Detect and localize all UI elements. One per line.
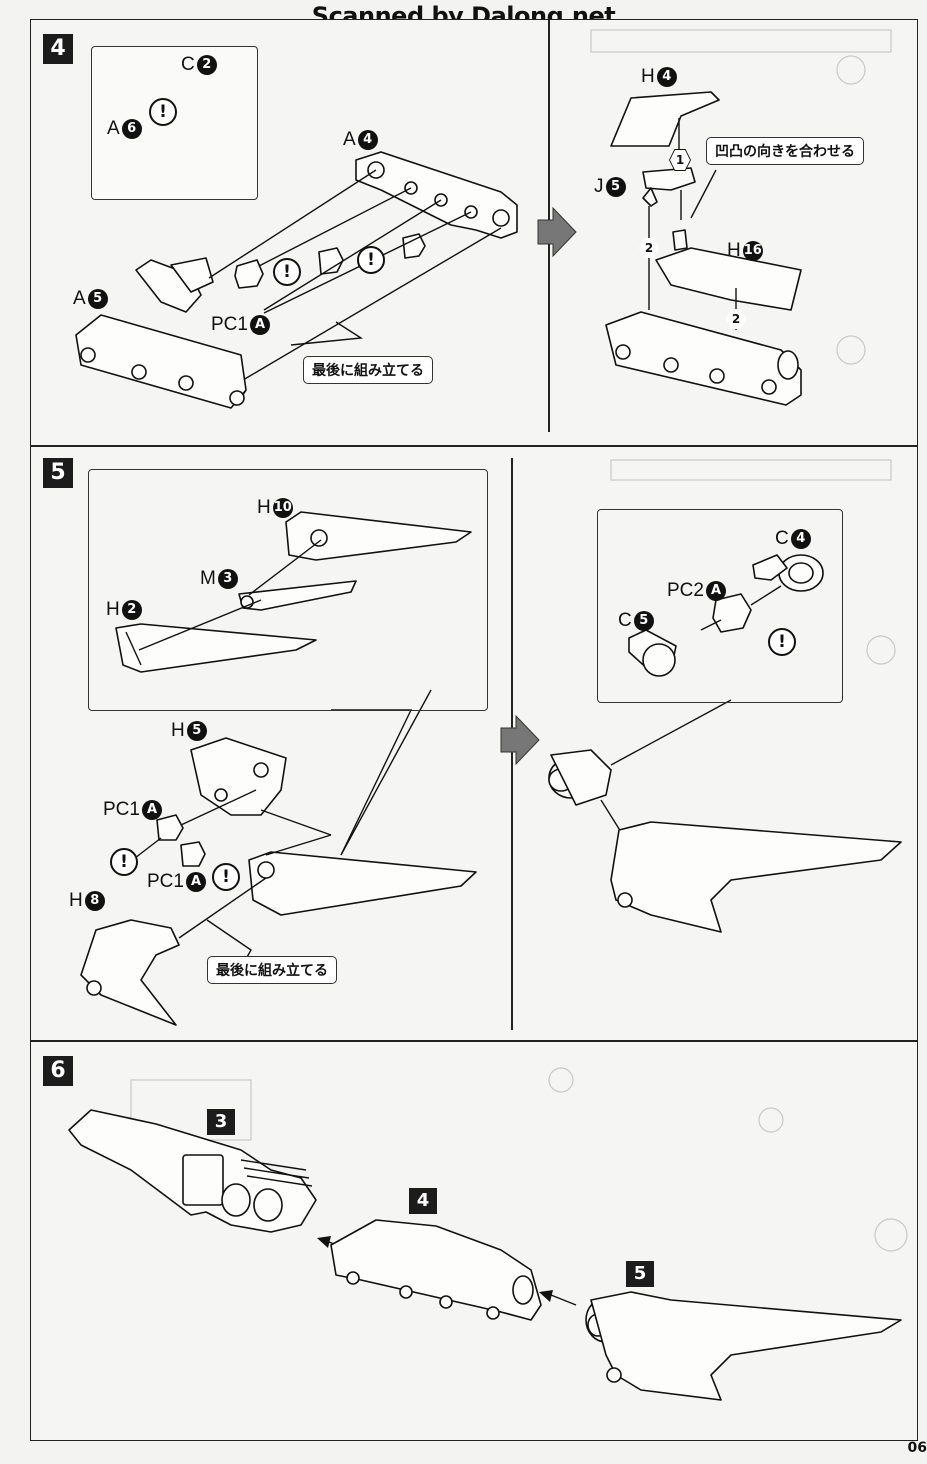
order-marker-2: 2 [726, 309, 746, 329]
step-5-joint-callout [597, 509, 843, 703]
step-4-detail-callout [91, 46, 258, 200]
warning-icon: ! [149, 98, 177, 126]
divider-step5-step6 [31, 1040, 917, 1042]
warning-icon: ! [110, 848, 138, 876]
order-marker-2: 2 [639, 238, 659, 258]
step-5-number: 5 [43, 458, 73, 488]
subassembly-5-label: 5 [626, 1261, 654, 1287]
warning-icon: ! [768, 628, 796, 656]
assemble-last-note: 最後に組み立てる [303, 356, 433, 384]
assemble-last-note: 最後に組み立てる [207, 956, 337, 984]
step-4-number: 4 [43, 34, 73, 64]
warning-icon: ! [357, 246, 385, 274]
subassembly-3-label: 3 [207, 1109, 235, 1135]
warning-icon: ! [273, 258, 301, 286]
order-marker-1-face: 1 [670, 150, 690, 170]
subassembly-4-label: 4 [409, 1188, 437, 1214]
page-number: 06 [907, 1440, 927, 1456]
align-notch-note: 凹凸の向きを合わせる [706, 137, 864, 165]
step-5-detail-callout [88, 469, 488, 711]
warning-icon: ! [212, 863, 240, 891]
assembly-line-art [68, 29, 908, 1401]
step-6-number: 6 [43, 1056, 73, 1086]
divider-step4-step5 [31, 445, 917, 447]
